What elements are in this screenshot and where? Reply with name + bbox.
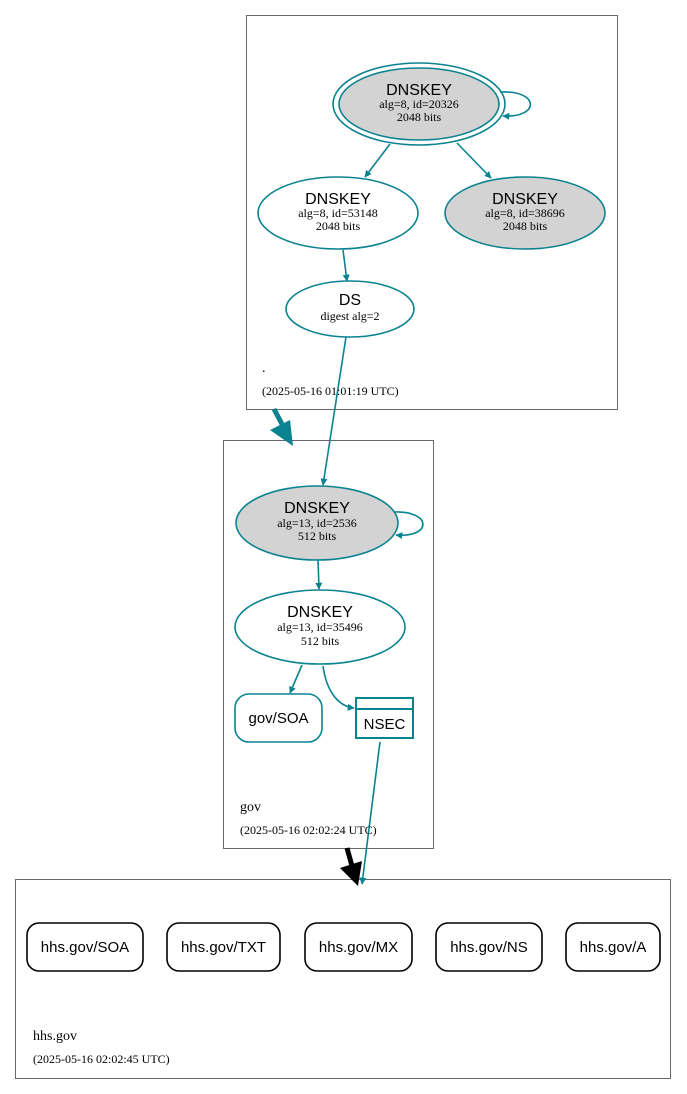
record-label: hhs.gov/NS <box>450 939 528 956</box>
root-ksk-to-zsk-edge <box>364 143 391 178</box>
gov-zsk-to-nsec-edge <box>322 665 355 711</box>
record-label: hhs.gov/A <box>580 939 647 956</box>
node-detail: 512 bits <box>298 529 337 543</box>
node-detail: alg=13, id=2536 <box>277 516 357 530</box>
node-title: DNSKEY <box>284 500 350 517</box>
node-detail: alg=8, id=53148 <box>298 206 378 220</box>
root-ksk-node[interactable]: DNSKEY alg=8, id=20326 2048 bits <box>332 62 506 146</box>
record-node[interactable]: hhs.gov/A <box>565 922 661 972</box>
node-detail: digest alg=2 <box>320 309 379 323</box>
root-zsk-node[interactable]: DNSKEY alg=8, id=53148 2048 bits <box>257 176 419 250</box>
node-detail: alg=8, id=38696 <box>485 206 565 220</box>
node-detail: alg=8, id=20326 <box>379 97 459 111</box>
record-node[interactable]: hhs.gov/NS <box>435 922 543 972</box>
record-node[interactable]: hhs.gov/SOA <box>26 922 144 972</box>
root-zone-timestamp: (2025-05-16 01:01:19 UTC) <box>262 384 399 398</box>
hhs-zone-timestamp: (2025-05-16 02:02:45 UTC) <box>33 1052 170 1066</box>
node-title: DNSKEY <box>305 191 371 208</box>
gov-zsk-node[interactable]: DNSKEY alg=13, id=35496 512 bits <box>234 589 406 665</box>
node-title: DNSKEY <box>386 82 452 99</box>
record-label: hhs.gov/SOA <box>41 939 129 956</box>
nsec-to-hhs-edge <box>359 741 381 885</box>
node-title: DNSKEY <box>492 191 558 208</box>
gov-nsec-node[interactable]: NSEC <box>355 697 414 739</box>
gov-soa-node[interactable]: gov/SOA <box>234 693 323 743</box>
record-label: hhs.gov/MX <box>319 939 398 956</box>
record-node[interactable]: hhs.gov/TXT <box>166 922 281 972</box>
gov-zsk-to-soa-edge <box>289 664 303 694</box>
node-detail: 2048 bits <box>316 219 361 233</box>
gov-zone-box <box>223 440 434 849</box>
hhs-zone-box <box>15 879 671 1079</box>
gov-ksk-to-zsk-edge <box>315 559 323 590</box>
root-to-gov-delegation <box>270 407 293 446</box>
ds-to-gov-ksk-edge <box>320 336 347 486</box>
gov-to-hhs-delegation <box>340 847 362 886</box>
gov-zone-timestamp: (2025-05-16 02:02:24 UTC) <box>240 823 377 837</box>
node-title: DNSKEY <box>287 604 353 621</box>
record-label: hhs.gov/TXT <box>181 939 266 956</box>
node-detail: alg=13, id=35496 <box>277 620 363 634</box>
hhs-zone-name: hhs.gov <box>33 1029 77 1044</box>
root-zone-box <box>246 15 618 410</box>
node-label: gov/SOA <box>248 710 308 727</box>
root-zsk-to-ds-edge <box>342 249 350 282</box>
record-node[interactable]: hhs.gov/MX <box>304 922 413 972</box>
gov-ksk-self-signature <box>394 511 424 540</box>
gov-ksk-node[interactable]: DNSKEY alg=13, id=2536 512 bits <box>235 485 399 561</box>
root-ksk-self-signature <box>499 91 532 120</box>
root-ds-node[interactable]: DS digest alg=2 <box>285 280 415 338</box>
node-detail: 2048 bits <box>397 110 442 124</box>
node-title: DS <box>339 292 361 309</box>
root-key2-node[interactable]: DNSKEY alg=8, id=38696 2048 bits <box>444 176 606 250</box>
node-detail: 512 bits <box>301 634 340 648</box>
root-ksk-to-key2-edge <box>456 142 492 179</box>
root-zone-name: . <box>262 361 266 376</box>
gov-zone-name: gov <box>240 800 261 815</box>
node-detail: 2048 bits <box>503 219 548 233</box>
node-label: NSEC <box>364 716 406 733</box>
